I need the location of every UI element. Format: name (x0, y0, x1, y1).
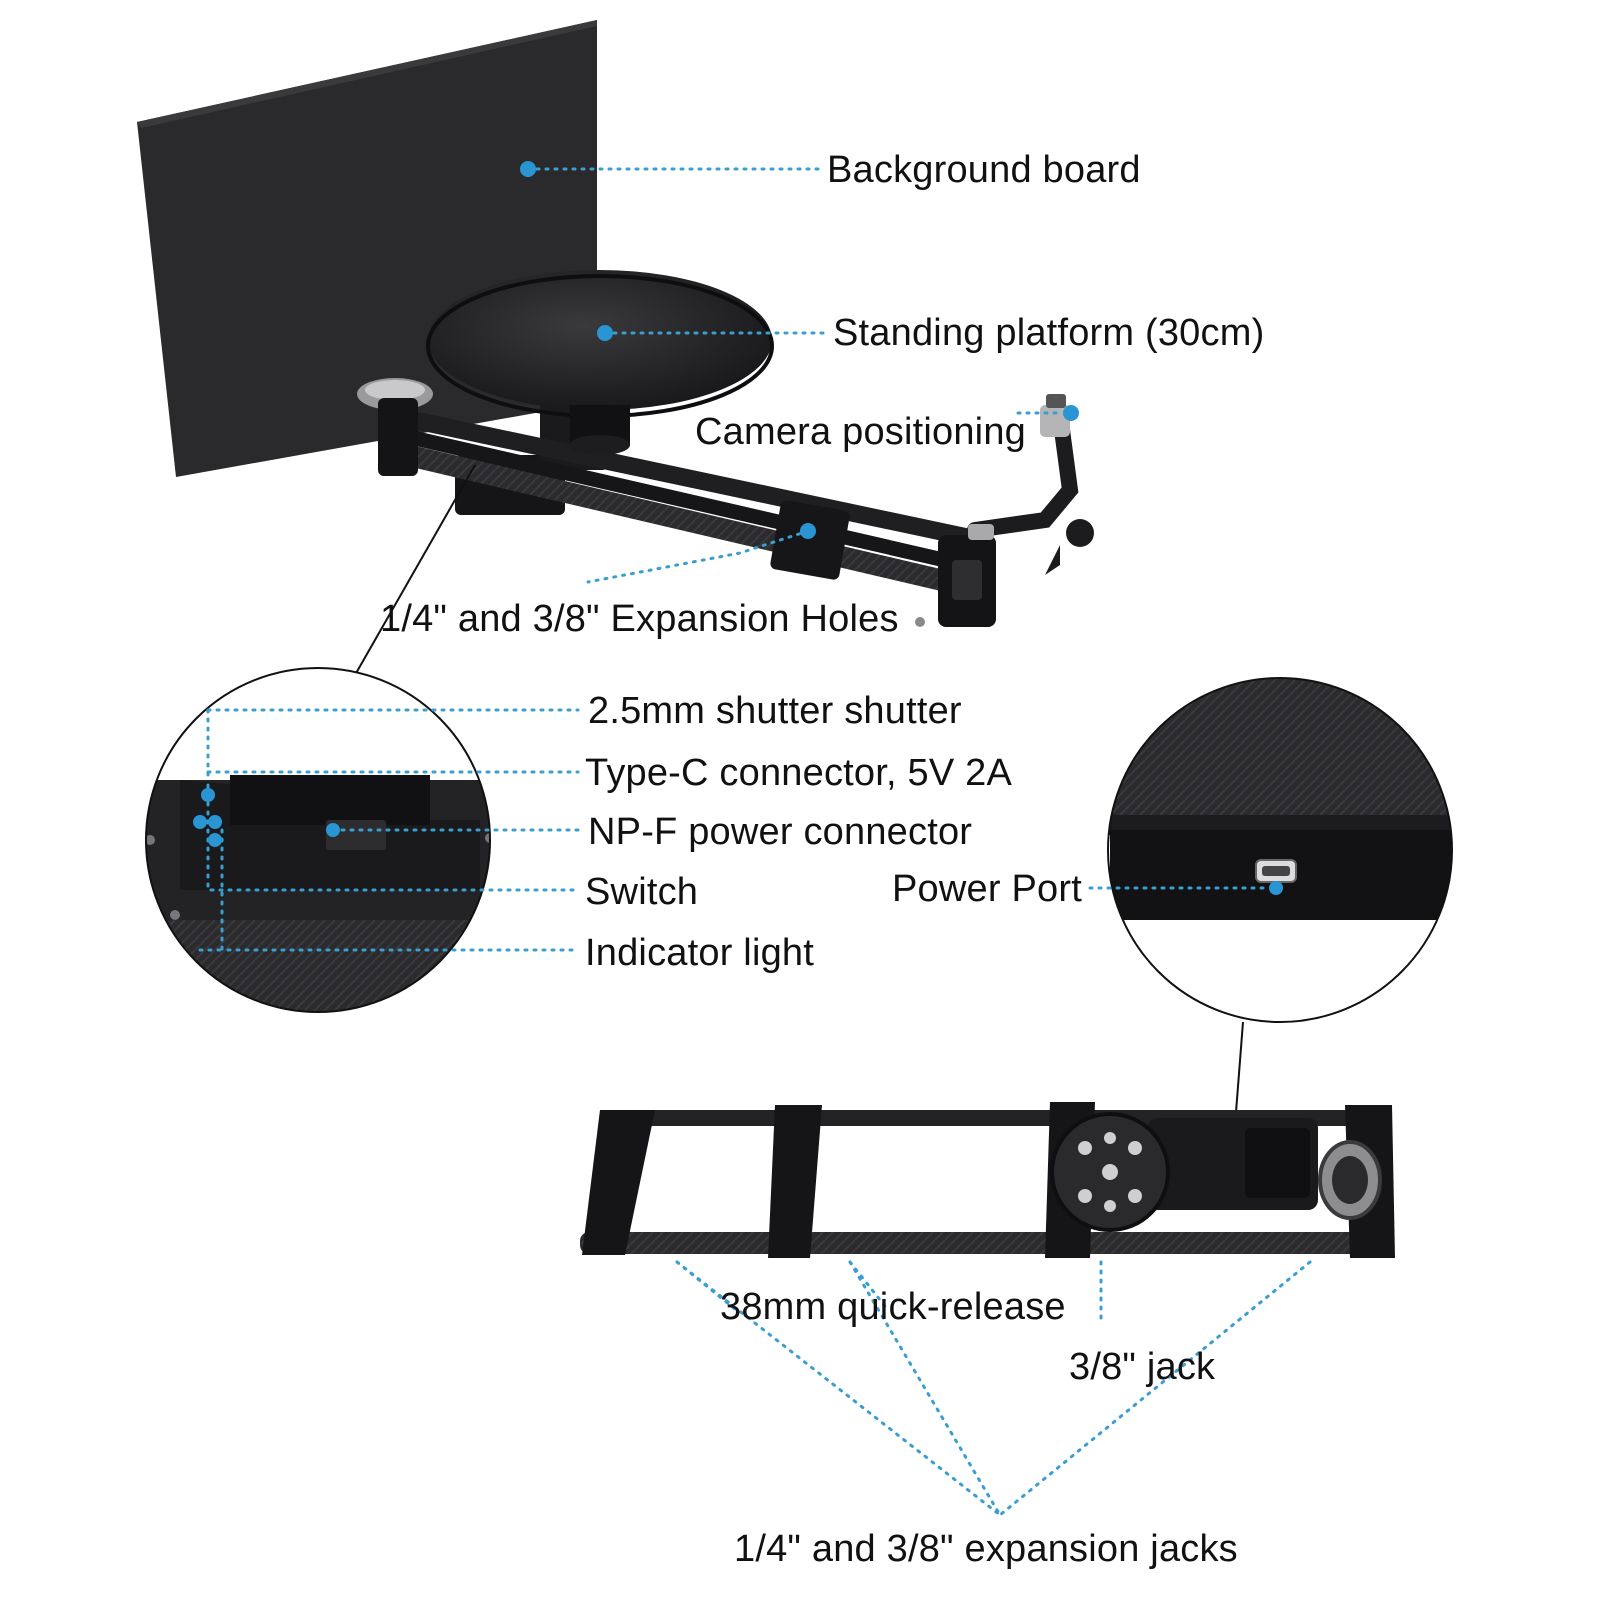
zoom-circle-left (145, 667, 491, 1013)
marker-dot-switch (208, 815, 222, 829)
leader-lines (198, 167, 1312, 1517)
marker-dots (193, 161, 1283, 895)
marker-dot-indicator (208, 833, 222, 847)
marker-dot-type-c (193, 815, 207, 829)
marker-dot-expansion-holes (800, 523, 816, 539)
label-indicator-light: Indicator light (585, 932, 815, 974)
marker-dot-shutter (201, 788, 215, 802)
label-jack: 3/8" jack (1069, 1346, 1216, 1388)
label-expansion-jacks: 1/4" and 3/8" expansion jacks (734, 1528, 1238, 1570)
label-background-board: Background board (827, 149, 1141, 191)
label-expansion-holes: 1/4" and 3/8" Expansion Holes (380, 598, 899, 640)
marker-dot-power-port (1269, 881, 1283, 895)
label-switch: Switch (585, 871, 699, 913)
label-shutter: 2.5mm shutter shutter (588, 690, 962, 732)
marker-dot-platform (597, 325, 613, 341)
label-power-port: Power Port (892, 868, 1082, 910)
top-assembly (137, 20, 1094, 627)
bottom-rail-front (580, 1232, 1390, 1254)
marker-dot-background-board (520, 161, 536, 177)
label-npf-connector: NP-F power connector (588, 811, 973, 853)
label-camera-positioning: Camera positioning (695, 411, 1026, 453)
marker-dot-camera (1063, 405, 1079, 421)
label-type-c: Type-C connector, 5V 2A (585, 752, 1013, 794)
magic-arm (967, 422, 1079, 538)
label-quick-release: 38mm quick-release (720, 1286, 1066, 1328)
bottom-slider (580, 1102, 1395, 1258)
label-standing-platform: Standing platform (30cm) (833, 312, 1265, 354)
marker-dot-npf (326, 823, 340, 837)
standing-platform-disc (428, 270, 772, 410)
zoom-circle-right (1107, 677, 1453, 1023)
